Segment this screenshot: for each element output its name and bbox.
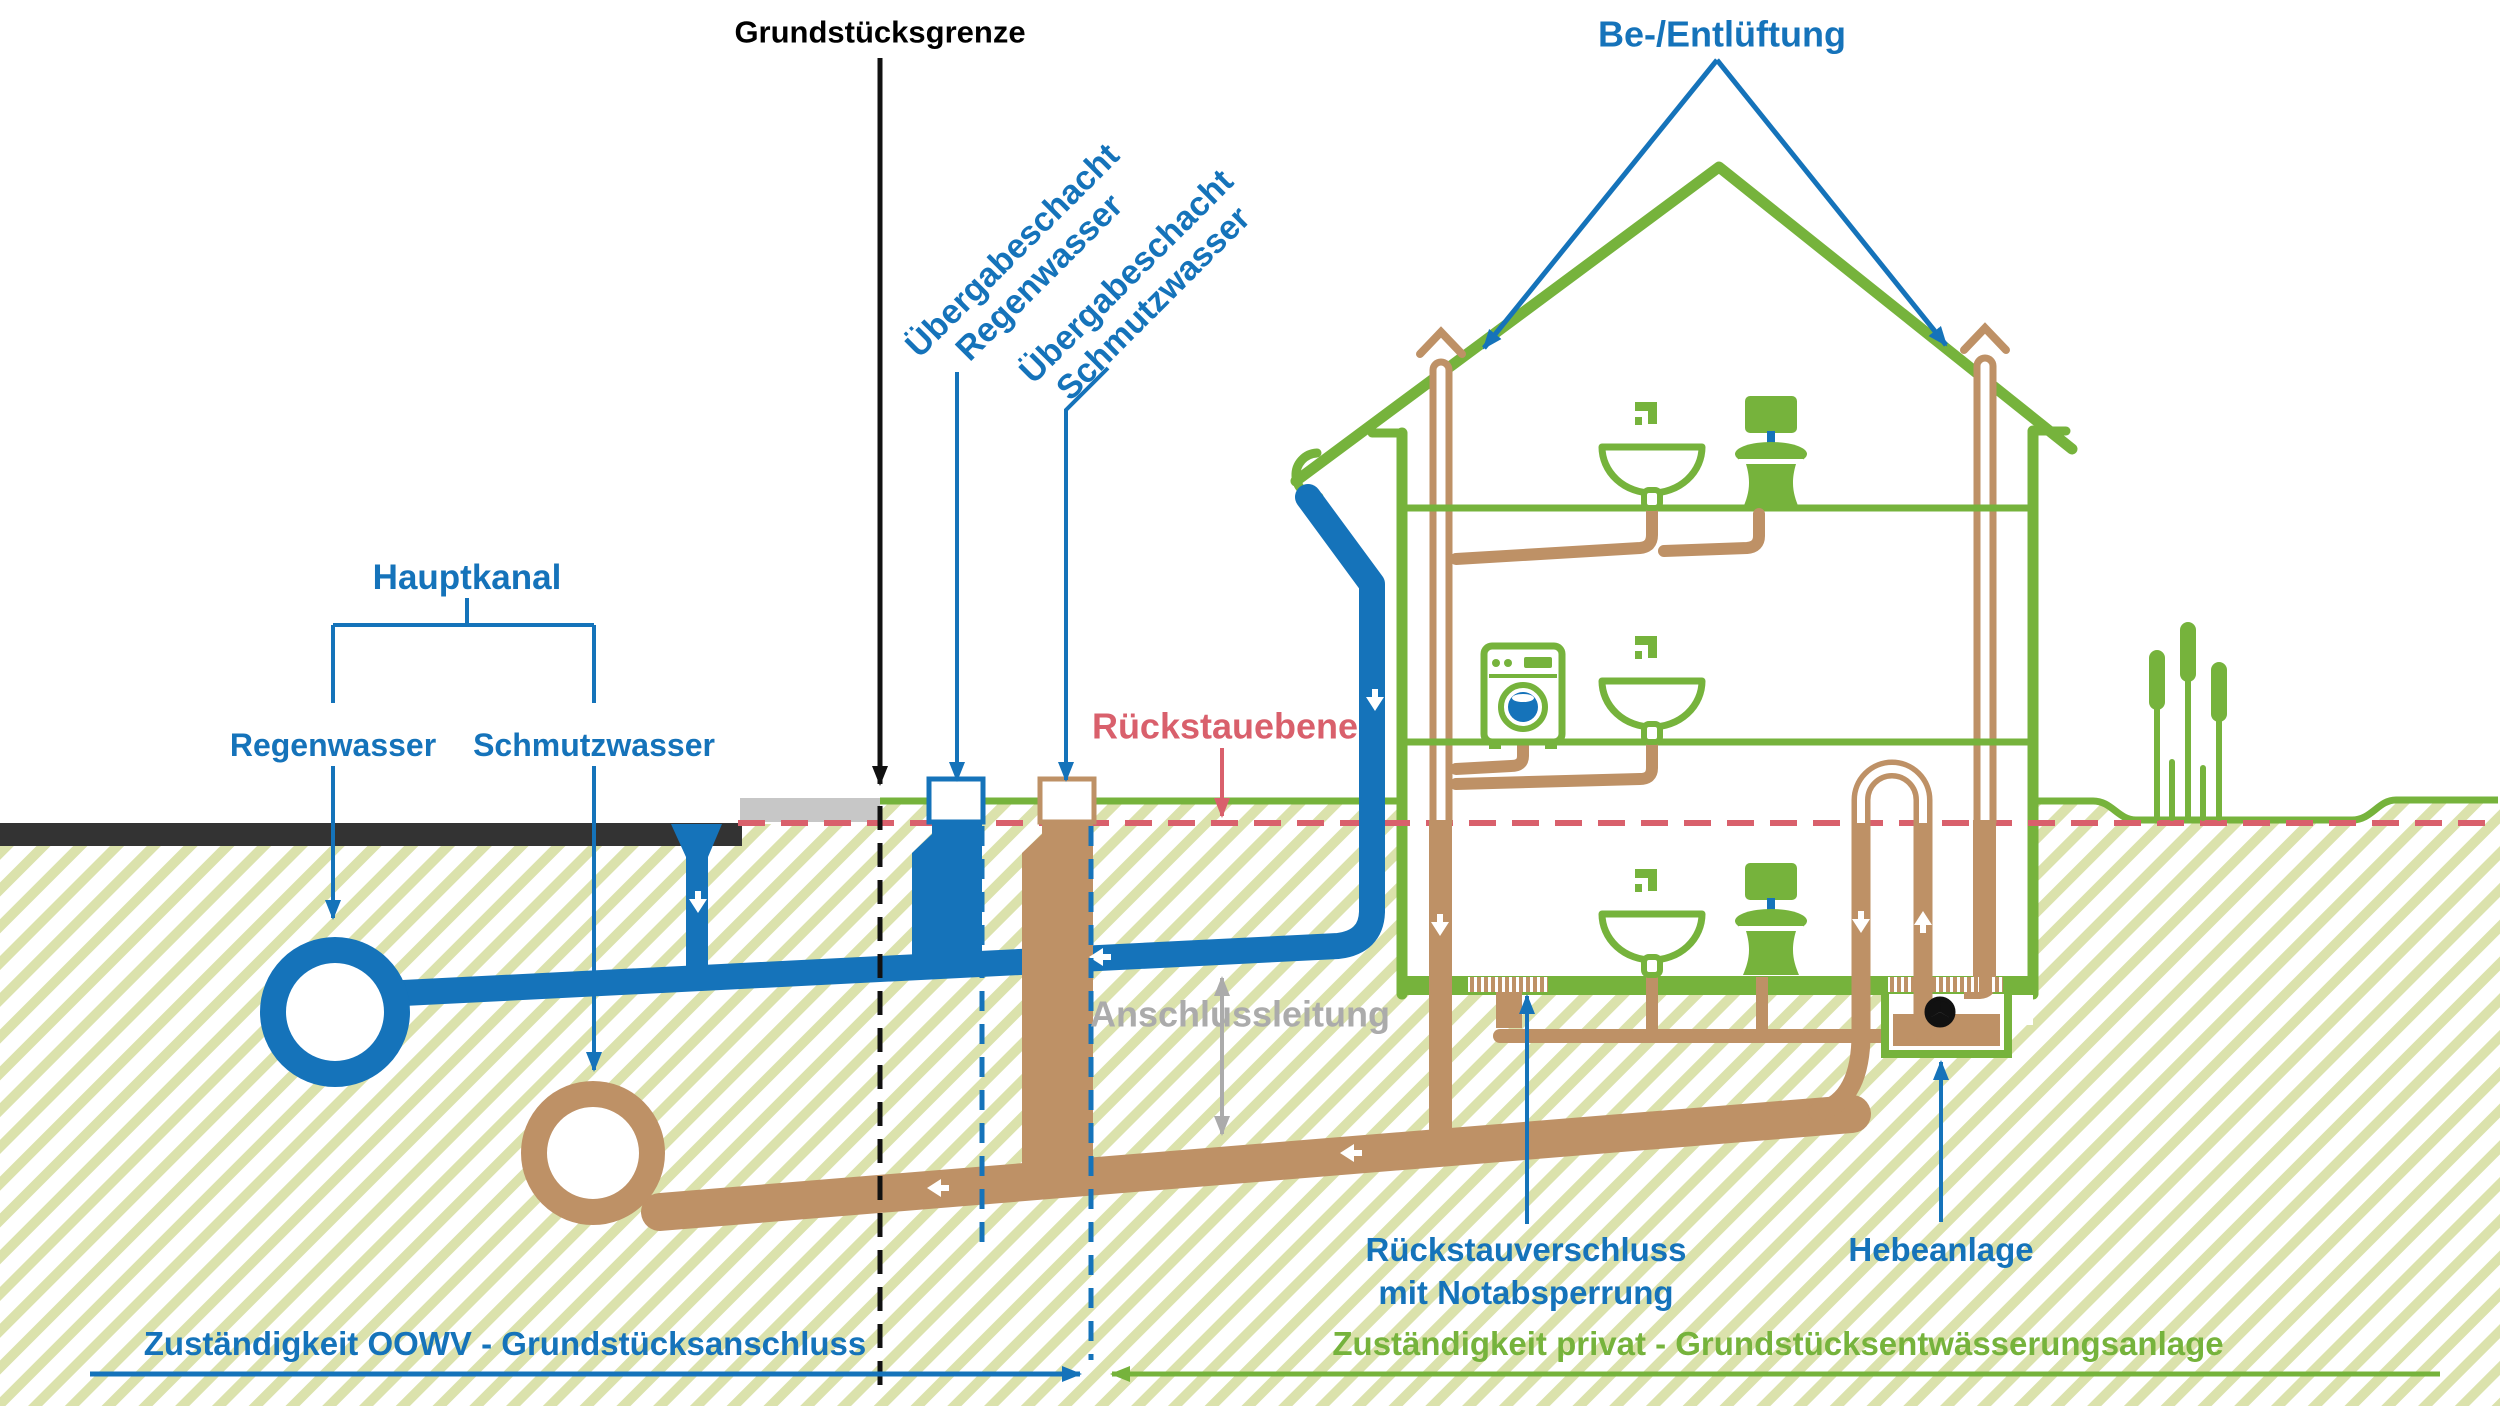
sink-icon bbox=[1598, 402, 1706, 511]
vent-stack-right bbox=[1973, 354, 1997, 823]
main-canal-rainwater-pipe bbox=[260, 937, 410, 1087]
label-venting: Be-/Entlüftung bbox=[1598, 13, 1846, 55]
label-backflow-level: Rückstauebene bbox=[1091, 705, 1359, 747]
basement-slab bbox=[1397, 976, 2038, 995]
vent-stack-left bbox=[1429, 358, 1453, 823]
label-backflow-valve: Rückstauverschluss mit Notabsperrung bbox=[1366, 1229, 1687, 1315]
label-service-line: Anschlussleitung bbox=[1089, 993, 1391, 1035]
box-notch bbox=[2012, 995, 2033, 1025]
sink-icon bbox=[1598, 869, 1706, 978]
label-property-boundary: Grundstücksgrenze bbox=[734, 14, 1026, 50]
label-main-canal-sewage: Schmutzwasser bbox=[473, 726, 715, 763]
pump-icon bbox=[1924, 996, 1956, 1028]
roof bbox=[1290, 161, 2078, 487]
sidewalk bbox=[740, 798, 880, 822]
rain-handover-box bbox=[926, 776, 986, 825]
sewage-service-pipe bbox=[641, 1095, 1871, 1231]
toilet-icon bbox=[1735, 396, 1807, 508]
rain-service-pipe bbox=[390, 484, 1385, 1006]
label-responsibility-oowv: Zuständigkeit OOWV - Grundstücksanschlus… bbox=[143, 1325, 867, 1363]
reeds-icon bbox=[2149, 622, 2227, 821]
fixtures bbox=[1480, 396, 1807, 978]
main-canal-wastewater-pipe bbox=[521, 1081, 665, 1225]
backflow-valve-device bbox=[1468, 977, 2003, 992]
vent-cap-left-icon bbox=[1416, 326, 1466, 358]
rain-handover-shaft bbox=[912, 821, 982, 958]
label-responsibility-private: Zuständigkeit privat - Grundstücksentwäs… bbox=[1332, 1325, 2224, 1363]
label-main-canal-rain: Regenwasser bbox=[229, 726, 437, 763]
label-line: Rückstauverschluss bbox=[1365, 1231, 1687, 1269]
label-line: mit Notabsperrung bbox=[1378, 1274, 1674, 1311]
sink-icon bbox=[1598, 636, 1706, 745]
sewage-handover-shaft bbox=[1022, 821, 1093, 1185]
vent-cap-right-icon bbox=[1960, 322, 2010, 354]
toilet-icon bbox=[1735, 863, 1807, 975]
drain-pipes bbox=[1450, 491, 1765, 790]
road bbox=[0, 823, 742, 846]
soil-hatching bbox=[0, 800, 2500, 1406]
wastewater-system bbox=[521, 322, 2012, 1231]
rainwater-system bbox=[260, 484, 1385, 1087]
house bbox=[1290, 161, 2078, 1000]
annotation-lines bbox=[90, 58, 2440, 1398]
sewage-handover-box bbox=[1037, 776, 1097, 825]
label-main-canal: Hauptkanal bbox=[372, 558, 562, 597]
street-inlet bbox=[671, 824, 722, 857]
label-lifting-station: Hebeanlage bbox=[1848, 1231, 2034, 1269]
washing-machine-icon bbox=[1480, 642, 1566, 749]
